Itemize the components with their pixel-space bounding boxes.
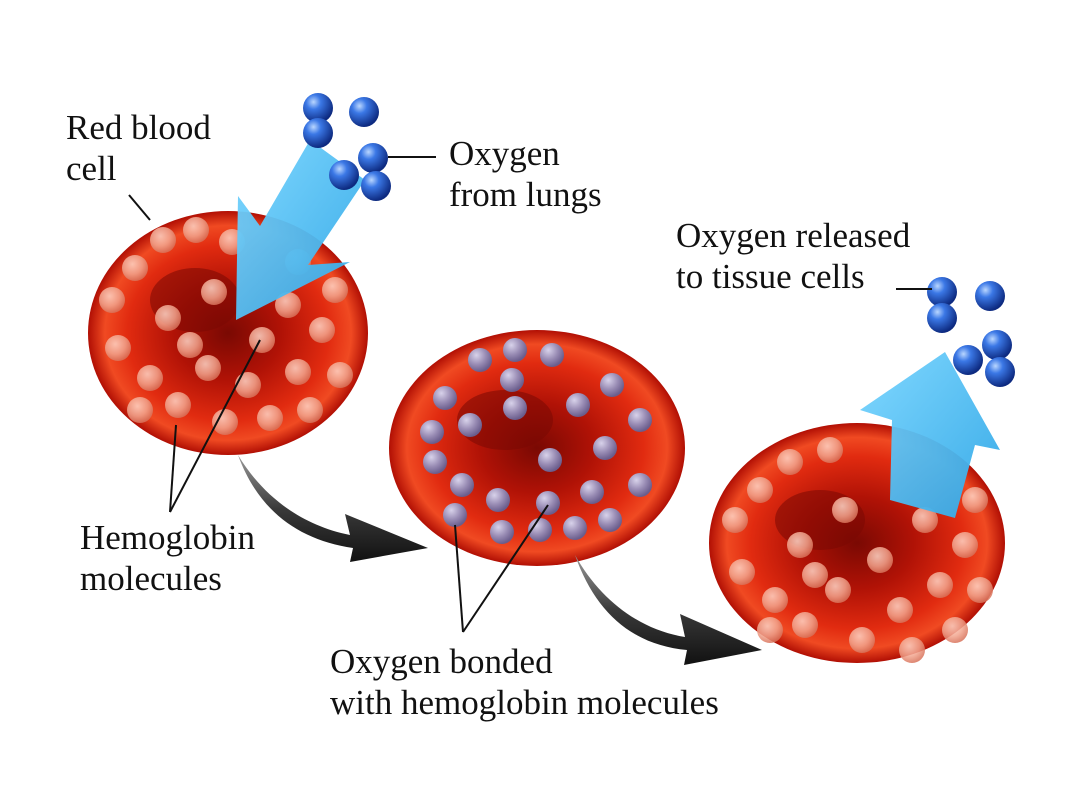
label-hemoglobin-line-1: Hemoglobin (80, 518, 255, 557)
label-oxygen-bonded-line-1: Oxygen bonded (330, 642, 553, 681)
label-oxygen-released-line-2: to tissue cells (676, 257, 865, 296)
label-hemoglobin-line-2: molecules (80, 559, 222, 598)
label-oxygen-from-lungs: Oxygen from lungs (449, 133, 602, 215)
label-oxygen-from-lungs-line-1: Oxygen (449, 134, 560, 173)
label-oxygen-bonded: Oxygen bonded with hemoglobin molecules (330, 641, 719, 723)
label-red-blood-cell-line-2: cell (66, 149, 117, 188)
label-oxygen-from-lungs-line-2: from lungs (449, 175, 602, 214)
label-red-blood-cell: Red blood cell (66, 107, 211, 189)
oxygen-molecules-from-lungs (303, 93, 391, 201)
hemoglobin-leader-line-a (169, 424, 177, 513)
label-oxygen-bonded-line-2: with hemoglobin molecules (330, 683, 719, 722)
flow-arrow-1 (238, 455, 428, 562)
label-oxygen-released-line-1: Oxygen released (676, 216, 911, 255)
hemoglobin-molecules-cell-3 (722, 437, 993, 663)
label-hemoglobin-molecules: Hemoglobin molecules (80, 517, 255, 599)
label-red-blood-cell-line-1: Red blood (66, 108, 211, 147)
bonded-leader-line-a (454, 524, 464, 633)
red-blood-cell-2 (389, 330, 685, 566)
hemoglobin-leader-line-b (169, 339, 261, 513)
rbc-leader-line (128, 194, 151, 221)
red-blood-cell-1 (88, 211, 368, 455)
label-oxygen-released: Oxygen released to tissue cells (676, 215, 910, 297)
bonded-leader-line-b (462, 504, 549, 633)
oxygen-outflow-arrow (860, 352, 1000, 518)
oxygen-molecules-released (927, 277, 1015, 387)
flow-arrow-2 (575, 555, 762, 665)
leader-lines (128, 156, 932, 633)
oxygen-inflow-arrow (236, 140, 365, 320)
oxygenated-hemoglobin-cell-2 (420, 338, 652, 544)
